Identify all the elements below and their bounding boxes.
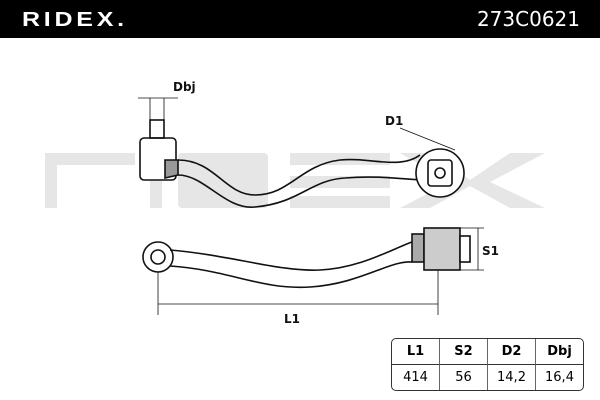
header-bar: RIDEX. 273C0621 [0,0,600,38]
col-header: D2 [488,339,536,365]
col-header: L1 [392,339,440,365]
col-header: S2 [440,339,488,365]
arm-side-view [142,227,484,315]
dbj-label: Dbj [173,80,196,94]
brand-logo: RIDEX. [22,9,128,31]
d1-label: D1 [385,114,404,128]
part-number: 273C0621 [476,7,580,31]
l1-label: L1 [284,312,300,326]
table-cell: 414 [392,365,440,390]
arm-top-view [138,97,465,208]
table-cell: 56 [440,365,488,390]
s1-label: S1 [482,244,499,258]
table-row: 414 56 14,2 16,4 [392,365,583,390]
control-arm-drawing [45,97,545,315]
table-cell: 14,2 [488,365,536,390]
col-header: Dbj [536,339,583,365]
table-header-row: L1 S2 D2 Dbj [392,339,583,365]
table-cell: 16,4 [545,370,574,385]
dimensions-table: L1 S2 D2 Dbj 414 56 14,2 16,4 [391,338,584,391]
